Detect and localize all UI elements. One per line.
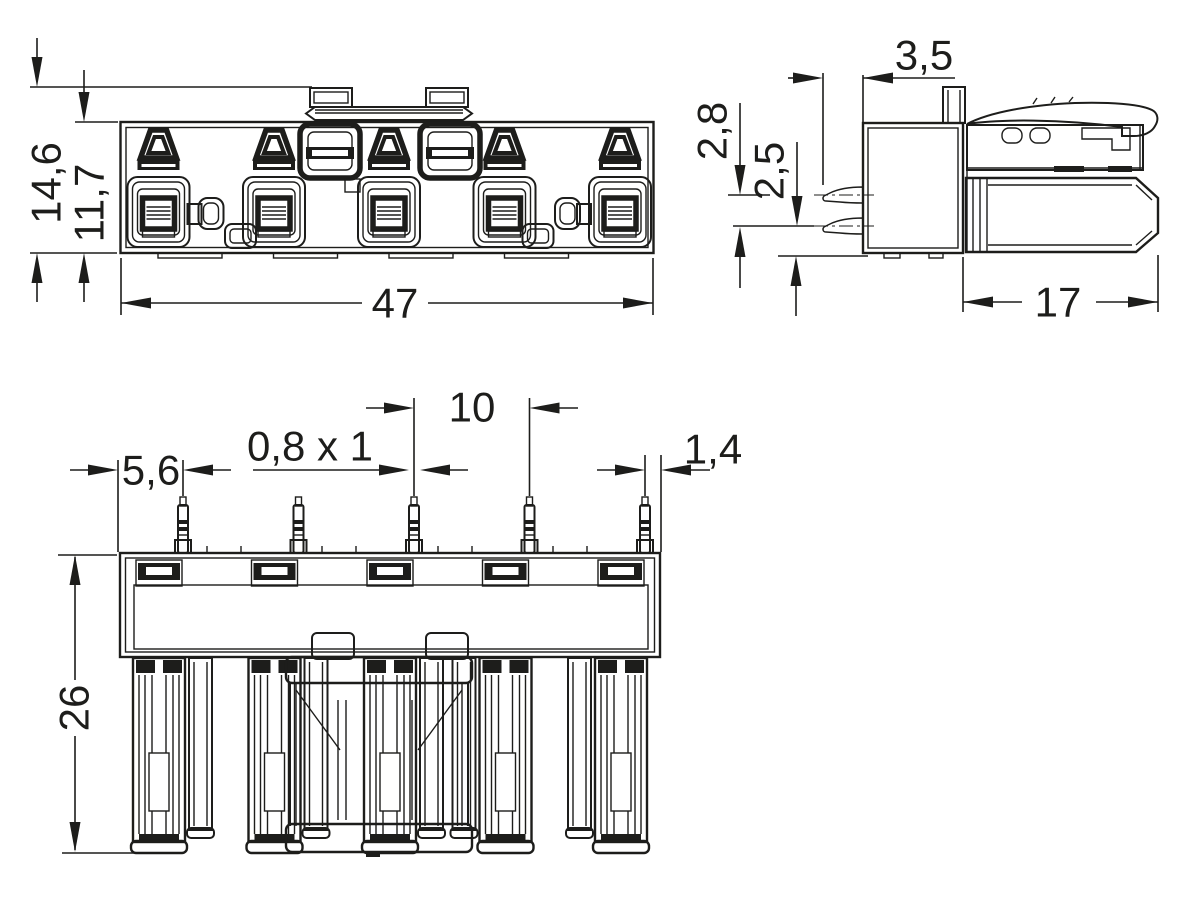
- dim-front-width: 47: [372, 280, 419, 327]
- front-top-tab-right: [425, 87, 469, 108]
- bottom-slot-1: [135, 559, 183, 587]
- front-view-body: [119, 87, 655, 259]
- dim-bottom-edge-to-first-pin: 5,6: [122, 447, 180, 494]
- front-terminal-5: [589, 130, 651, 247]
- side-view: 3,5 2,8 2,5 17: [689, 32, 1160, 326]
- dim-side-depth: 17: [1035, 279, 1082, 326]
- front-terminal-3-tab: [344, 178, 361, 193]
- front-terminal-4-foot: [521, 223, 555, 249]
- front-terminal-5-nub: [554, 197, 592, 230]
- bottom-view: 5,6 0,8 x 1 10 1,4: [51, 384, 742, 857]
- front-terminal-1: [128, 130, 190, 247]
- bottom-latch: [284, 655, 474, 857]
- bottom-pin-5: [636, 496, 654, 554]
- dim-side-pin-projection: 3,5: [895, 32, 953, 79]
- bottom-view-body: [118, 496, 662, 857]
- front-top-tab-left: [309, 87, 353, 108]
- front-dimensions: 14,6 11,7 47: [23, 38, 654, 327]
- bottom-leg-5: [564, 656, 651, 855]
- front-terminal-2-foot: [224, 223, 257, 249]
- side-plug-barrel: [964, 176, 1160, 254]
- front-latch-plate: [304, 106, 474, 121]
- bottom-pin-2: [289, 496, 308, 554]
- dim-bottom-pin-spacing: 10: [449, 384, 496, 431]
- front-view: 14,6 11,7 47: [23, 38, 655, 327]
- dim-front-body-height: 11,7: [66, 164, 113, 243]
- front-housing: [119, 120, 655, 255]
- front-latch-window-left: [300, 124, 360, 178]
- bottom-slot-5: [597, 559, 645, 587]
- bottom-slot-2: [250, 559, 299, 587]
- dim-bottom-last-pin-to-edge: 1,4: [684, 426, 742, 473]
- front-terminal-1-nub: [186, 197, 225, 230]
- bottom-leg-1: [129, 656, 216, 855]
- dim-side-row-offset: 2,8: [689, 102, 736, 160]
- side-top-pin: [942, 86, 966, 124]
- bottom-pin-4: [520, 496, 539, 554]
- side-latch-lever: [966, 101, 1159, 137]
- side-latch-frame: [966, 124, 1144, 172]
- bottom-dimensions: 5,6 0,8 x 1 10 1,4: [51, 384, 742, 854]
- bottom-slot-3: [366, 559, 414, 587]
- bottom-slot-4: [481, 559, 530, 587]
- dim-bottom-total-height: 26: [51, 685, 98, 732]
- dim-bottom-pin-cross-section: 0,8 x 1: [247, 423, 373, 470]
- side-solder-pins: [814, 186, 874, 235]
- bottom-pin-3: [405, 496, 423, 554]
- side-dimensions: 3,5 2,8 2,5 17: [689, 32, 1159, 326]
- front-terminal-3: [358, 130, 420, 247]
- front-terminal-4: [474, 130, 536, 247]
- dim-front-total-height: 14,6: [23, 142, 70, 224]
- side-view-body: [814, 86, 1160, 259]
- dim-side-pin-pitch: 2,5: [746, 142, 793, 200]
- front-latch-window-right: [420, 124, 480, 178]
- side-housing: [861, 121, 965, 255]
- bottom-pin-1: [174, 496, 192, 554]
- front-terminal-2: [243, 130, 305, 247]
